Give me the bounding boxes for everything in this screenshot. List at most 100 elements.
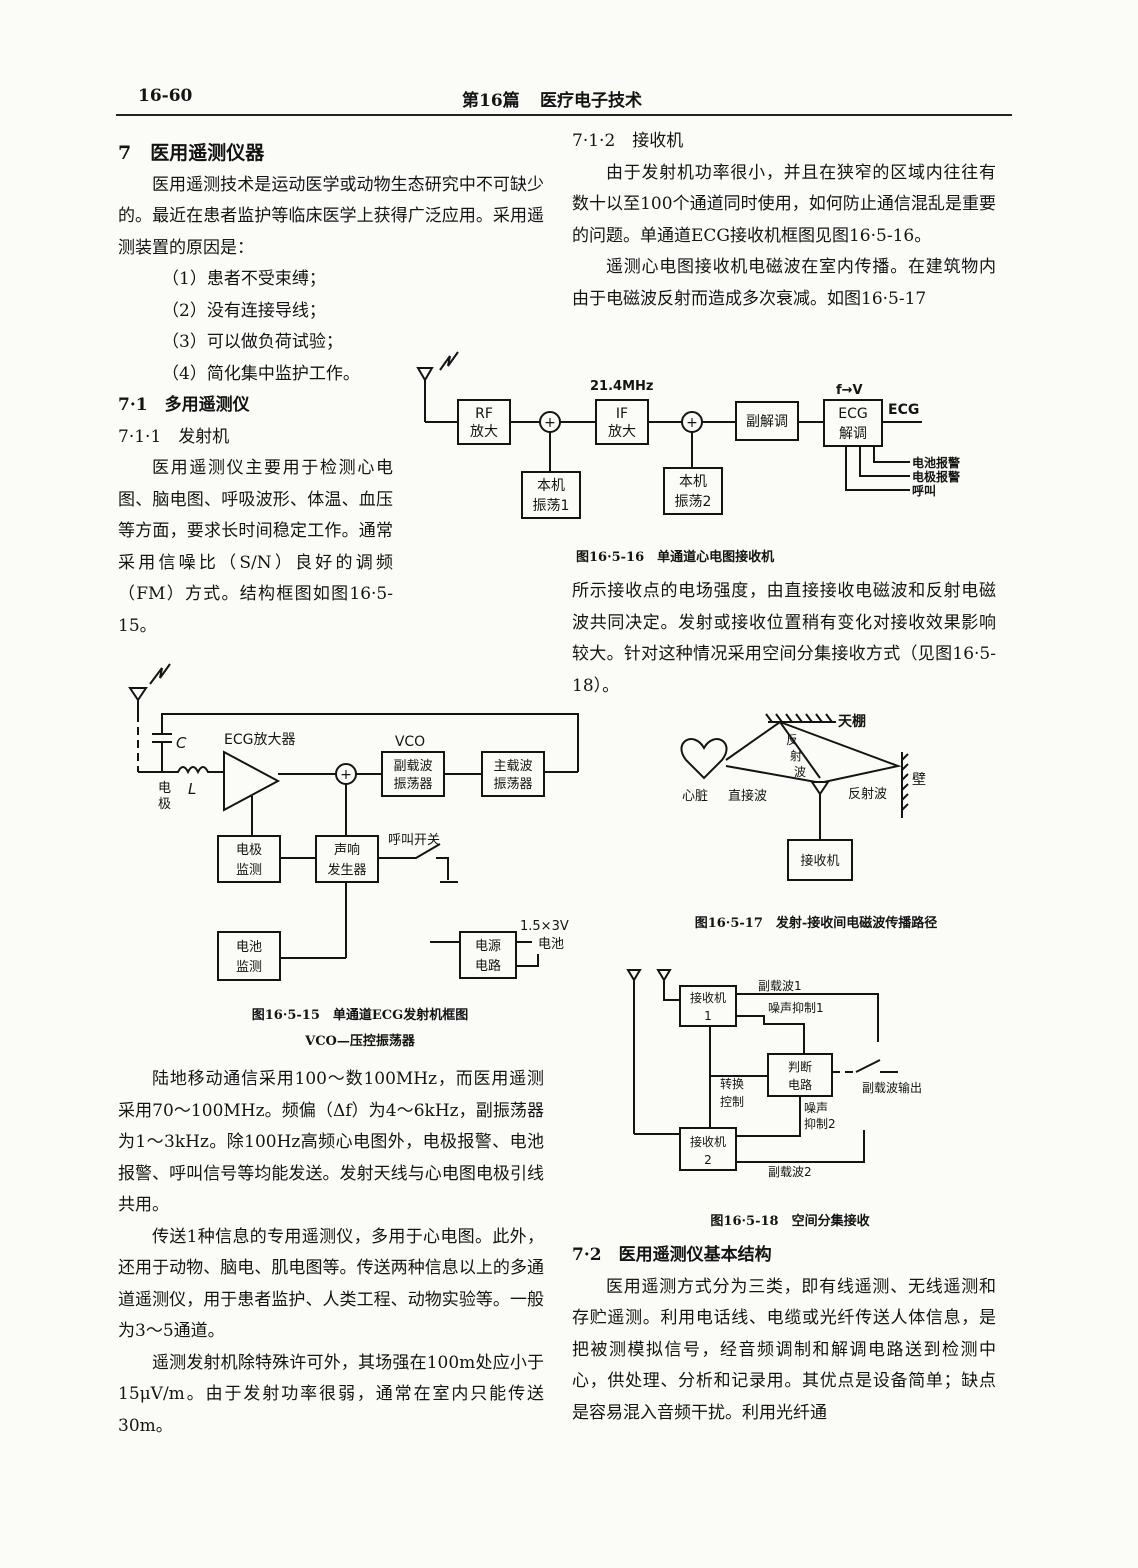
svg-text:+: +	[340, 767, 352, 783]
caption-16-5-16: 图16·5-16 单通道心电图接收机	[576, 550, 775, 565]
sub-out: 副载波输出	[862, 1080, 922, 1095]
switch-ctl-2: 控制	[720, 1095, 744, 1109]
page-number: 16-60	[138, 86, 193, 106]
direct-label: 直接波	[728, 788, 767, 804]
elec-mon-1: 电极	[236, 843, 262, 858]
rx1-num: 1	[704, 1009, 712, 1023]
paragraph: 所示接收点的电场强度，由直接接收电磁波和反射电磁波共同决定。发射或接收位置稍有变…	[572, 581, 996, 696]
section-7-1-2-heading: 7·1·2 接收机	[572, 131, 684, 151]
sub-demod-label: 副解调	[746, 414, 788, 430]
wall-label: 壁	[912, 772, 926, 788]
cap-c: C	[176, 734, 187, 752]
section-7-heading: 7 医用遥测仪器	[118, 142, 265, 164]
out-elec: 电极报警	[912, 469, 960, 484]
section-7-1-1-heading: 7·1·1 发射机	[118, 426, 230, 447]
ind-l: L	[188, 780, 196, 798]
battery-label: 电池	[538, 937, 564, 952]
switch-ctl-1: 转换	[720, 1076, 744, 1091]
battery-spec: 1.5×3V	[520, 919, 569, 934]
caption-16-5-15-note: VCO—压控振荡器	[305, 1034, 415, 1049]
paragraph: 医用遥测方式分为三类，即有线遥测、无线遥测和存贮遥测。利用电话线、电缆或光纤传送…	[572, 1276, 996, 1423]
heart-label: 心脏	[682, 789, 708, 804]
paragraph: 医用遥测技术是运动医学或动物生态研究中不可缺少的。最近在患者监护等临床医学上获得…	[118, 174, 544, 258]
noise1-label: 噪声抑制1	[768, 1000, 824, 1015]
sub-osc-1: 副载波	[393, 759, 432, 774]
ecg-demod-label: ECG	[838, 406, 867, 422]
out-batt: 电池报警	[912, 455, 960, 470]
paragraph: 遥测发射机除特殊许可外，其场强在100m处应小于15μV/m。由于发射功率很弱，…	[118, 1352, 544, 1436]
paragraph: 医用遥测仪主要用于检测心电图、脑电图、呼吸波形、体温、血压等方面，要求长时间稳定…	[118, 458, 393, 636]
power-1: 电源	[475, 939, 501, 954]
rx2-num: 2	[704, 1153, 712, 1167]
power-2: 电路	[475, 958, 501, 974]
caption-16-5-17: 图16·5-17 发射-接收间电磁波传播路径	[694, 916, 938, 931]
header-rule	[116, 114, 1012, 116]
paragraph: 遥测心电图接收机电磁波在室内传播。在建筑物内由于电磁波反射而造成多次衰减。如图1…	[572, 257, 996, 309]
noise2-1: 噪声	[804, 1101, 828, 1115]
figure-16-5-18: 接收机 1 副载波1 噪声抑制1 判断 电路 转换 控制 副载波输出 接收机 2…	[624, 966, 964, 1182]
caption-16-5-18: 图16·5-18 空间分集接收	[710, 1214, 870, 1229]
sub2-label: 副载波2	[768, 1165, 812, 1179]
ecg-out: ECG	[888, 402, 919, 418]
rf-label-2: 放大	[470, 424, 498, 440]
left-column-lower: 陆地移动通信采用100～数100MHz，而医用遥测采用70～100MHz。频偏（…	[118, 1064, 544, 1442]
left-column: 7 医用遥测仪器 医用遥测技术是运动医学或动物生态研究中不可缺少的。最近在患者监…	[118, 138, 544, 642]
figure-16-5-16: RF 放大 + 21.4MHz IF 放大 + 副解调 f→V ECG 解调 E…	[410, 350, 1010, 530]
reflect-3: 波	[794, 765, 806, 779]
electrode-2: 极	[158, 797, 171, 812]
lo2-label-2: 振荡2	[675, 494, 712, 510]
elec-mon-2: 监测	[236, 863, 262, 878]
reflect-1: 反	[786, 733, 798, 747]
reflect-2: 射	[790, 748, 802, 763]
batt-mon-1: 电池	[236, 940, 262, 955]
rf-label: RF	[475, 406, 493, 422]
if-label: IF	[616, 406, 628, 422]
receiver-label: 接收机	[800, 853, 839, 869]
paragraph: 陆地移动通信采用100～数100MHz，而医用遥测采用70～100MHz。频偏（…	[118, 1069, 544, 1215]
amp-label: ECG放大器	[224, 732, 295, 748]
rx1-label: 接收机	[690, 990, 726, 1005]
out-call: 呼叫	[912, 483, 936, 498]
paragraph: 传送1种信息的专用遥测仪，多用于心电图。此外，还用于动物、脑电、肌电图等。传送两…	[118, 1226, 544, 1342]
list-item: （2）没有连接导线；	[162, 300, 326, 321]
sound-gen-1: 声响	[334, 842, 360, 858]
reflect-wave: 反射波	[848, 786, 887, 802]
sound-gen-2: 发生器	[327, 862, 366, 878]
judge-1: 判断	[788, 1059, 812, 1074]
list-item: （1）患者不受束缚；	[162, 269, 326, 289]
if-freq: 21.4MHz	[590, 379, 653, 394]
batt-mon-2: 监测	[236, 960, 262, 975]
paragraph: 由于发射机功率很小，并且在狭窄的区域内往往有数十以至100个通道同时使用，如何防…	[572, 162, 996, 246]
lo1-label-2: 振荡1	[533, 498, 570, 514]
section-7-1-heading: 7·1 多用遥测仪	[118, 395, 250, 415]
vco-label: VCO	[395, 734, 425, 750]
if-label-2: 放大	[608, 424, 636, 440]
list-item: （4）简化集中监护工作。	[162, 363, 360, 384]
judge-2: 电路	[788, 1077, 812, 1092]
call-switch: 呼叫开关	[388, 833, 440, 848]
lo1-label: 本机	[537, 478, 565, 494]
section-7-2-heading: 7·2 医用遥测仪基本结构	[572, 1245, 772, 1265]
part-title: 医疗电子技术	[540, 91, 642, 111]
right-column-mid: 所示接收点的电场强度，由直接接收电磁波和反射电磁波共同决定。发射或接收位置稍有变…	[572, 576, 996, 702]
electrode-1: 电	[158, 781, 171, 796]
svg-text:+: +	[686, 415, 698, 431]
noise2-2: 抑制2	[804, 1116, 836, 1131]
list-item: （3）可以做负荷试验；	[162, 332, 343, 352]
part-label: 第16篇	[462, 91, 520, 111]
sub-osc-2: 振荡器	[393, 777, 432, 792]
main-osc-1: 主载波	[493, 759, 532, 774]
figure-16-5-15: C 电 极 L ECG放大器 + VCO 副载波 振荡器 主载波 振荡器 电极 …	[120, 660, 600, 1000]
main-osc-2: 振荡器	[493, 777, 532, 792]
ecg-demod-label-2: 解调	[839, 426, 867, 442]
ceiling-label: 天棚	[838, 713, 866, 730]
sub1-label: 副载波1	[758, 979, 802, 993]
lo2-label: 本机	[679, 474, 707, 490]
figure-16-5-17: 天棚 心脏 直接波 壁 反 射 波 反射波 接收机	[676, 708, 936, 888]
fv-label: f→V	[836, 383, 863, 398]
caption-16-5-15: 图16·5-15 单通道ECG发射机框图	[251, 1008, 469, 1023]
right-column-lower: 7·2 医用遥测仪基本结构 医用遥测方式分为三类，即有线遥测、无线遥测和存贮遥测…	[572, 1240, 996, 1429]
right-column: 7·1·2 接收机 由于发射机功率很小，并且在狭窄的区域内往往有数十以至100个…	[572, 126, 996, 315]
svg-text:+: +	[544, 415, 556, 431]
rx2-label: 接收机	[690, 1134, 726, 1149]
